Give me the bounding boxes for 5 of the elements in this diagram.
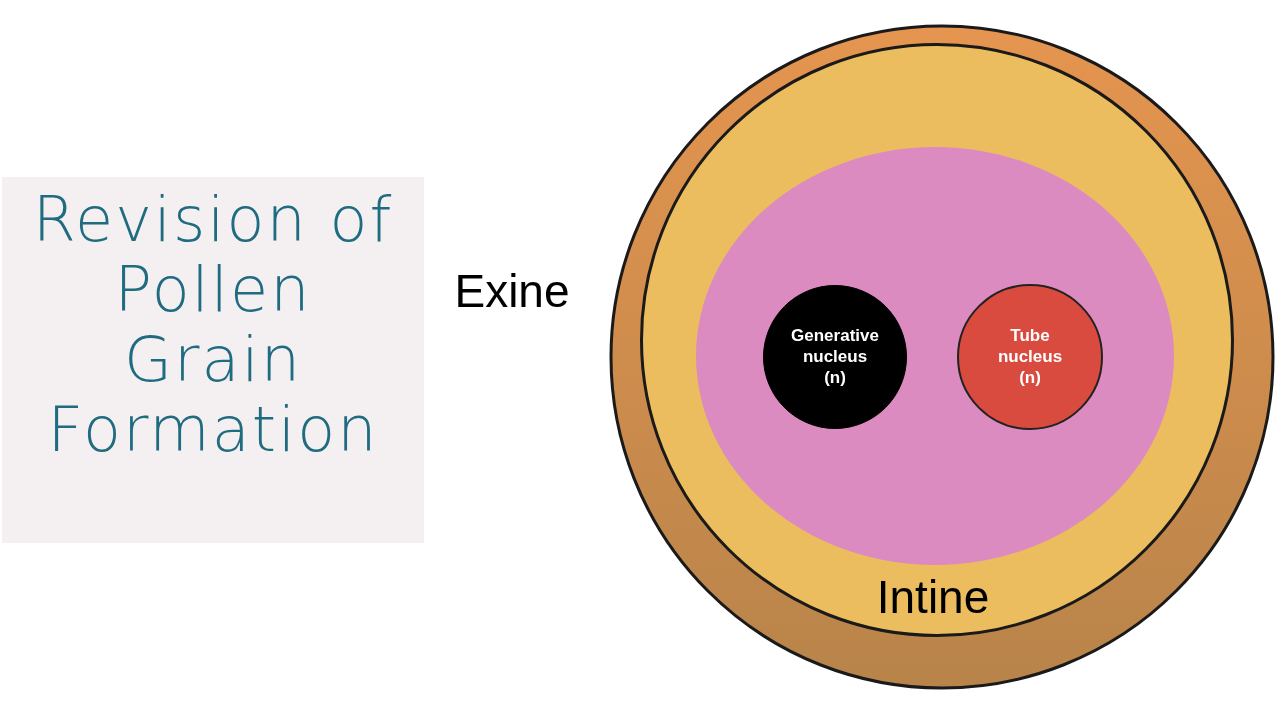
title-text: Revision of Pollen Grain Formation xyxy=(31,185,395,465)
tube-nucleus-label: Tube nucleus (n) xyxy=(996,325,1064,388)
exine-label: Exine xyxy=(453,264,571,319)
generative-nucleus-label: Generative nucleus (n) xyxy=(790,325,880,388)
intine-label: Intine xyxy=(875,570,991,625)
